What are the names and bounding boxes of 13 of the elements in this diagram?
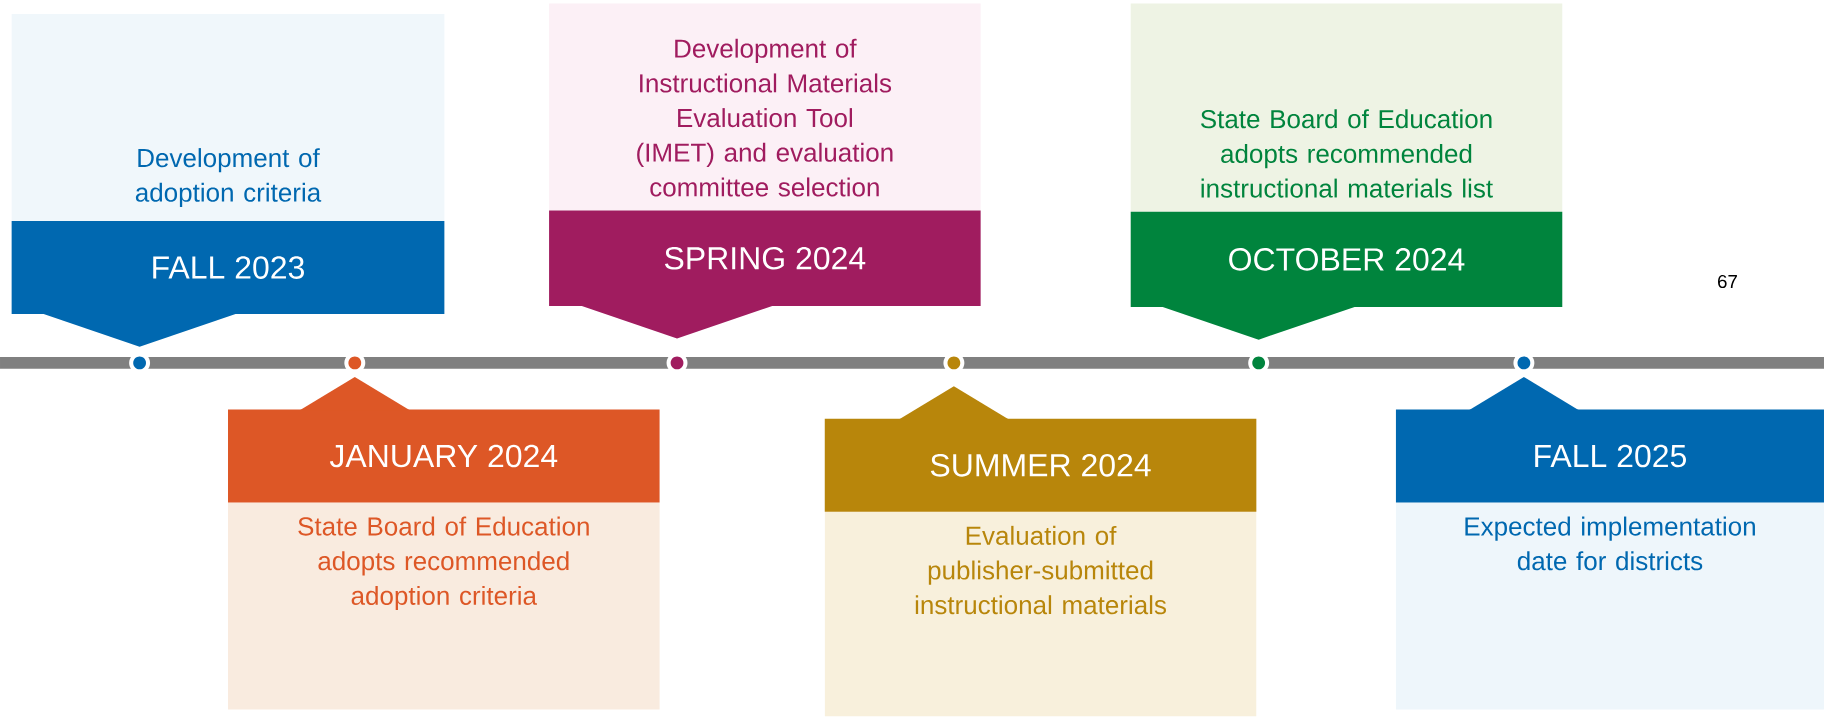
page-number: 67 (1718, 275, 1737, 289)
timeline-card: Development of adoption criteria FALL 2023 (11, 14, 445, 347)
node-label: SPRING 2024 (664, 247, 866, 270)
timeline-card: SUMMER 2024 Evaluation of publisher-submitted instructional materials (824, 386, 1257, 717)
timeline-card: Development of Instructional Materials Evaluation Tool (IMET) and evaluation committee selection SPRING 2024 (549, 3, 981, 339)
node-label: FALL 2025 (1535, 444, 1686, 468)
timeline-card: State Board of Education adopts recommended instructional materials list OCTOBER 2024 (1130, 3, 1563, 340)
node-label: JANUARY 2024 (329, 444, 558, 468)
node-label: FALL 2023 (153, 256, 304, 280)
timeline-card: JANUARY 2024 State Board of Education adopts recommended adoption criteria (228, 377, 660, 710)
node-label: SUMMER 2024 (930, 454, 1151, 477)
timeline-card: FALL 2025 Expected implementation date for districts (1395, 377, 1824, 710)
node-label: OCTOBER 2024 (1229, 248, 1465, 271)
